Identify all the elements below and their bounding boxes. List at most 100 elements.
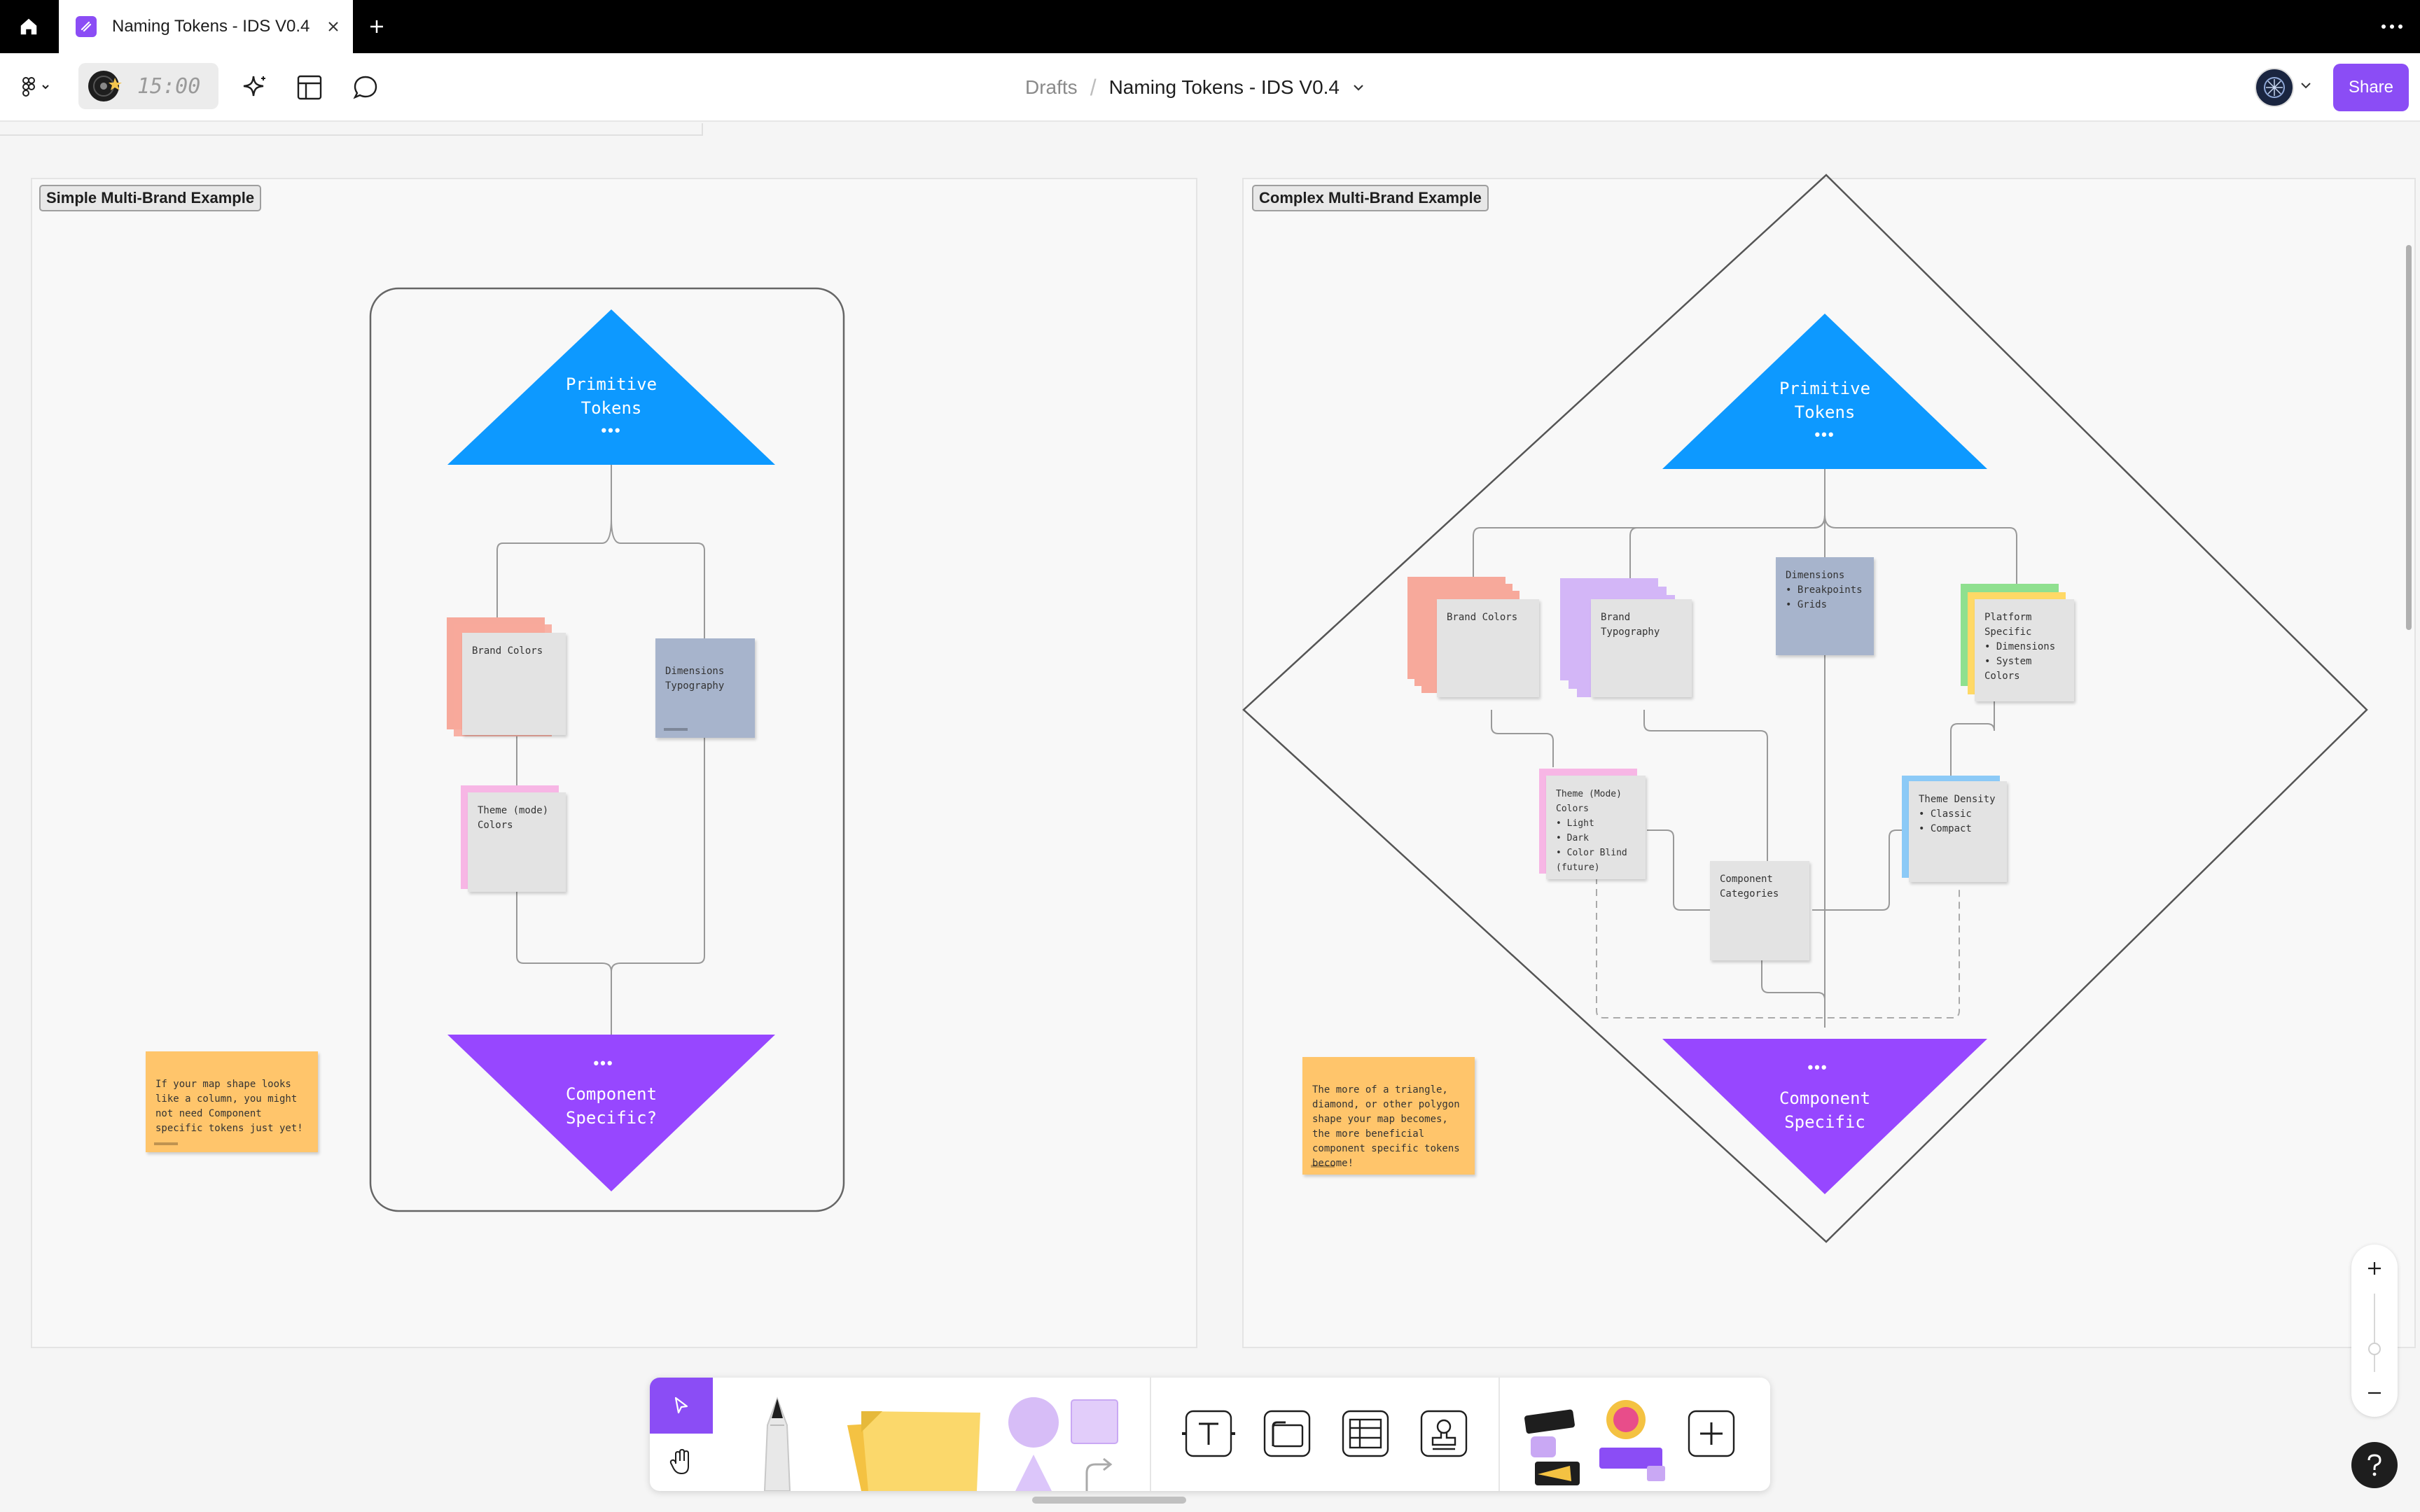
shapes-icon <box>1008 1397 1118 1491</box>
complex-component-triangle[interactable] <box>1662 1039 1987 1194</box>
more-menu-button[interactable] <box>2377 11 2407 42</box>
complex-primitive-dots: ••• <box>1814 426 1835 443</box>
sticky-text: If your map shape looks like a column, y… <box>155 1079 303 1134</box>
stamp-tool-button[interactable] <box>1414 1404 1473 1463</box>
section-icon <box>1263 1410 1311 1457</box>
plus-icon <box>370 20 383 33</box>
sticky-author-mark <box>1311 1165 1335 1168</box>
layout-icon <box>297 75 322 100</box>
sticky-brand-typography[interactable]: Brand Typography <box>1591 599 1692 697</box>
sparkle-icon <box>243 76 265 97</box>
main-menu-button[interactable] <box>14 70 60 105</box>
complex-primitive-triangle[interactable] <box>1662 314 1987 469</box>
table-icon <box>1342 1410 1389 1457</box>
figjam-file-icon <box>76 16 97 37</box>
table-tool-button[interactable] <box>1336 1404 1395 1463</box>
hand-icon <box>669 1448 689 1475</box>
simple-connectors <box>496 465 705 1035</box>
sticky-text: Dimensions Typography <box>665 666 725 692</box>
sticky-text: The more of a triangle, diamond, or othe… <box>1312 1084 1460 1169</box>
text-tool-button[interactable] <box>1179 1404 1238 1463</box>
cursor-icon <box>674 1396 688 1414</box>
sticky-brand-colors[interactable]: Brand Colors <box>462 633 566 735</box>
home-button[interactable] <box>0 0 57 53</box>
select-tool-button[interactable] <box>650 1378 713 1434</box>
tab-title: Naming Tokens - IDS V0.4 <box>112 17 310 36</box>
divider <box>1498 1378 1500 1491</box>
stickers-icon <box>1524 1400 1665 1485</box>
simple-component-label: Component Specific? <box>565 1084 658 1128</box>
share-button[interactable]: Share <box>2333 64 2409 111</box>
tab-bar: Naming Tokens - IDS V0.4 <box>0 0 2420 53</box>
tab-close-button[interactable] <box>314 7 353 46</box>
section-tool-button[interactable] <box>1258 1404 1316 1463</box>
sticky-complex-note[interactable]: The more of a triangle, diamond, or othe… <box>1302 1057 1475 1175</box>
more-tools-button[interactable] <box>1682 1404 1741 1463</box>
sticky-dimensions[interactable]: Dimensions • Breakpoints • Grids <box>1776 557 1874 655</box>
section-label-complex[interactable]: Complex Multi-Brand Example <box>1252 185 1489 211</box>
sticky-theme-mode-colors[interactable]: Theme (Mode) Colors • Light • Dark • Col… <box>1546 776 1646 879</box>
sticky-author-mark <box>664 728 688 731</box>
horizontal-scrollbar[interactable] <box>1032 1497 1186 1504</box>
complex-connectors <box>1473 469 2017 1028</box>
shapes-tool-button[interactable] <box>1003 1394 1122 1491</box>
more-icon <box>2381 24 2402 29</box>
avatar[interactable] <box>2255 68 2294 107</box>
breadcrumb-drafts[interactable]: Drafts <box>1025 76 1078 98</box>
timer-disc-icon <box>87 68 127 104</box>
sticky-theme-colors[interactable]: Theme (mode) Colors <box>468 792 566 892</box>
layout-button[interactable] <box>290 70 329 105</box>
simple-component-triangle[interactable] <box>447 1035 775 1191</box>
sticky-author-mark <box>154 1142 178 1145</box>
complex-diamond-outline[interactable] <box>1242 174 2368 1243</box>
whiteboard-canvas[interactable]: Simple Multi-Brand Example Primitive Tok… <box>0 123 2420 1512</box>
timer-widget[interactable]: 15:00 <box>78 63 218 109</box>
zoom-slider-thumb[interactable] <box>2368 1343 2381 1355</box>
chevron-down-icon[interactable] <box>1352 83 1365 92</box>
zoom-slider-track[interactable] <box>2374 1294 2375 1372</box>
vertical-scrollbar[interactable] <box>2406 245 2412 630</box>
sticky-note-icon <box>847 1411 980 1491</box>
marker-tool-button[interactable] <box>742 1392 812 1491</box>
offscreen-section-edge <box>0 123 703 136</box>
comment-icon <box>353 76 377 99</box>
section-label-simple[interactable]: Simple Multi-Brand Example <box>39 185 262 211</box>
comment-button[interactable] <box>346 70 385 105</box>
help-button[interactable] <box>2351 1442 2398 1488</box>
sticky-theme-density[interactable]: Theme Density • Classic • Compact <box>1909 781 2007 882</box>
simple-primitive-triangle[interactable] <box>447 309 775 465</box>
chevron-down-icon[interactable] <box>2300 81 2312 90</box>
close-icon <box>328 22 338 31</box>
breadcrumb: Drafts / Naming Tokens - IDS V0.4 <box>1025 53 1365 122</box>
sticky-platform-specific[interactable]: Platform Specific • Dimensions • System … <box>1975 599 2074 701</box>
complex-diagram <box>1242 174 2368 1243</box>
sticky-simple-note[interactable]: If your map shape looks like a column, y… <box>146 1051 318 1152</box>
complex-component-label: Component Specific <box>1779 1088 1871 1132</box>
hand-tool-button[interactable] <box>650 1434 713 1491</box>
ai-button[interactable] <box>235 70 274 105</box>
simple-primitive-dots: ••• <box>601 421 622 439</box>
zoom-out-button[interactable] <box>2360 1379 2388 1407</box>
zoom-in-button[interactable] <box>2360 1254 2388 1282</box>
marker-icon <box>763 1396 791 1491</box>
simple-column-outline[interactable] <box>369 287 845 1212</box>
simple-component-dots: ••• <box>593 1054 614 1072</box>
timer-value: 15:00 <box>137 74 201 99</box>
sticky-component-categories[interactable]: Component Categories <box>1710 861 1809 960</box>
top-toolbar: 15:00 Drafts / Naming Tokens - IDS V0.4 <box>0 53 2420 122</box>
sticky-note-tool-button[interactable] <box>833 1397 987 1491</box>
text-icon <box>1182 1410 1235 1457</box>
new-tab-button[interactable] <box>361 11 392 42</box>
question-icon <box>2367 1454 2381 1476</box>
sticky-dimensions-typography[interactable]: Dimensions Typography <box>655 638 755 738</box>
tab-file[interactable]: Naming Tokens - IDS V0.4 <box>59 0 353 53</box>
breadcrumb-separator: / <box>1090 74 1097 100</box>
sticky-brand-colors[interactable]: Brand Colors <box>1437 599 1539 697</box>
stickers-widgets-button[interactable] <box>1521 1399 1668 1491</box>
zoom-control <box>2351 1245 2398 1417</box>
file-name[interactable]: Naming Tokens - IDS V0.4 <box>1108 76 1340 98</box>
divider <box>1150 1378 1151 1491</box>
figma-menu-icon <box>22 77 49 97</box>
avatar-image-icon <box>2264 77 2285 98</box>
simple-diagram <box>369 287 845 1212</box>
